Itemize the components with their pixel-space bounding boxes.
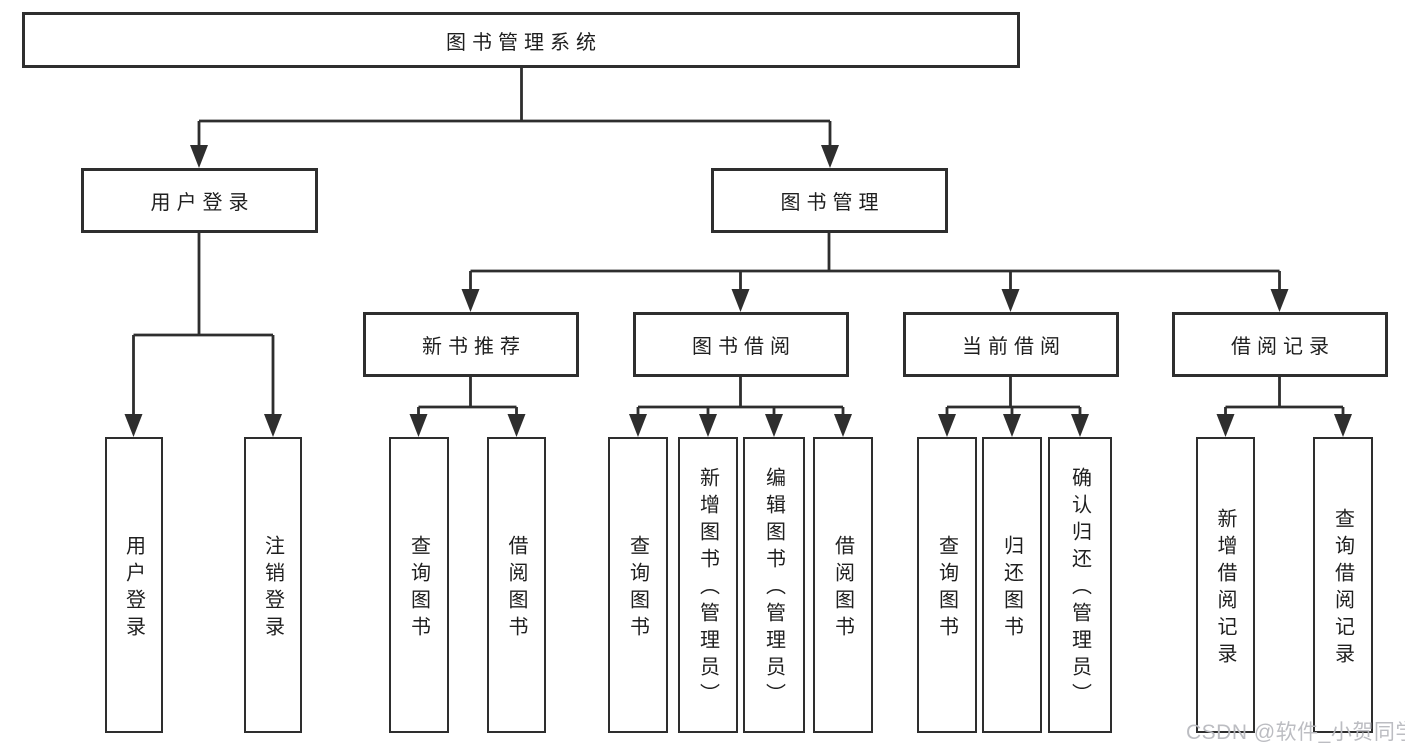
arrow-down-icon	[834, 414, 852, 437]
leaf-return-book: 归还图书	[982, 437, 1042, 733]
arrow-down-icon	[1003, 414, 1021, 437]
arrow-down-icon	[629, 414, 647, 437]
leaf-user-login: 用户登录	[105, 437, 163, 733]
leaf-query-borrow-record: 查询借阅记录	[1313, 437, 1373, 733]
arrow-down-icon	[124, 414, 143, 437]
arrow-down-icon	[461, 289, 480, 312]
node-label: 图书管理系统	[446, 31, 602, 54]
leaf-add-book-admin: 新增图书（管理员）	[678, 437, 738, 733]
node-book-borrowing: 图书借阅	[633, 312, 849, 377]
connector-book-management-children	[461, 233, 1289, 312]
node-label: 新增借阅记录	[1214, 507, 1236, 670]
node-label: 用户登录	[122, 534, 145, 643]
leaf-edit-book-admin: 编辑图书（管理员）	[743, 437, 805, 733]
leaf-query-books-current: 查询图书	[917, 437, 977, 733]
arrow-down-icon	[1334, 414, 1352, 437]
leaf-query-books-recommend: 查询图书	[389, 437, 449, 733]
node-label: 查询借阅记录	[1331, 507, 1354, 670]
node-label: 图书借阅	[692, 336, 796, 358]
arrow-down-icon	[731, 289, 750, 312]
leaf-logout: 注销登录	[244, 437, 302, 733]
connector-user-login-children	[124, 233, 282, 437]
leaf-borrow-books: 借阅图书	[813, 437, 873, 733]
node-book-management: 图书管理	[711, 168, 948, 233]
leaf-query-books-borrowing: 查询图书	[608, 437, 668, 733]
connector-root-to-level2	[190, 67, 839, 168]
node-label: 查询图书	[626, 534, 649, 643]
leaf-borrow-books-recommend: 借阅图书	[487, 437, 546, 733]
connector-borrow-records-children	[1216, 377, 1352, 437]
arrow-down-icon	[765, 414, 783, 437]
leaf-confirm-return-admin: 确认归还（管理员）	[1048, 437, 1112, 733]
arrow-down-icon	[190, 145, 208, 168]
node-label: 借阅图书	[831, 534, 854, 643]
arrow-down-icon	[264, 414, 282, 437]
node-label: 图书管理	[780, 192, 885, 214]
node-label: 确认归还（管理员）	[1068, 467, 1091, 710]
node-label: 新书推荐	[422, 336, 526, 358]
arrow-down-icon	[409, 414, 428, 437]
node-label: 查询图书	[935, 534, 958, 643]
node-label: 新增图书（管理员）	[696, 467, 719, 710]
node-library-system: 图书管理系统	[22, 12, 1020, 68]
node-label: 注销登录	[261, 534, 284, 643]
node-new-book-recommend: 新书推荐	[363, 312, 579, 377]
arrow-down-icon	[1001, 289, 1020, 312]
arrow-down-icon	[1071, 414, 1089, 437]
leaf-add-borrow-record: 新增借阅记录	[1196, 437, 1255, 733]
arrow-down-icon	[821, 145, 839, 168]
node-borrow-records: 借阅记录	[1172, 312, 1388, 377]
arrow-down-icon	[1270, 289, 1289, 312]
connector-new-book-recommend-children	[409, 377, 526, 437]
csdn-watermark: CSDN @软件_小贺同学	[1186, 721, 1405, 744]
arrow-down-icon	[1216, 414, 1235, 437]
node-label: 当前借阅	[962, 336, 1066, 358]
arrow-down-icon	[699, 414, 717, 437]
node-label: 用户登录	[150, 192, 255, 214]
node-label: 编辑图书（管理员）	[762, 467, 785, 710]
node-label: 查询图书	[407, 534, 430, 643]
node-label: 借阅记录	[1231, 336, 1335, 358]
node-label: 归还图书	[1000, 534, 1023, 643]
arrow-down-icon	[938, 414, 956, 437]
node-user-login: 用户登录	[81, 168, 318, 233]
arrow-down-icon	[507, 414, 526, 437]
node-label: 借阅图书	[505, 534, 527, 643]
connector-book-borrowing-children	[629, 377, 852, 437]
connector-current-borrowing-children	[938, 377, 1089, 437]
node-current-borrowing: 当前借阅	[903, 312, 1119, 377]
